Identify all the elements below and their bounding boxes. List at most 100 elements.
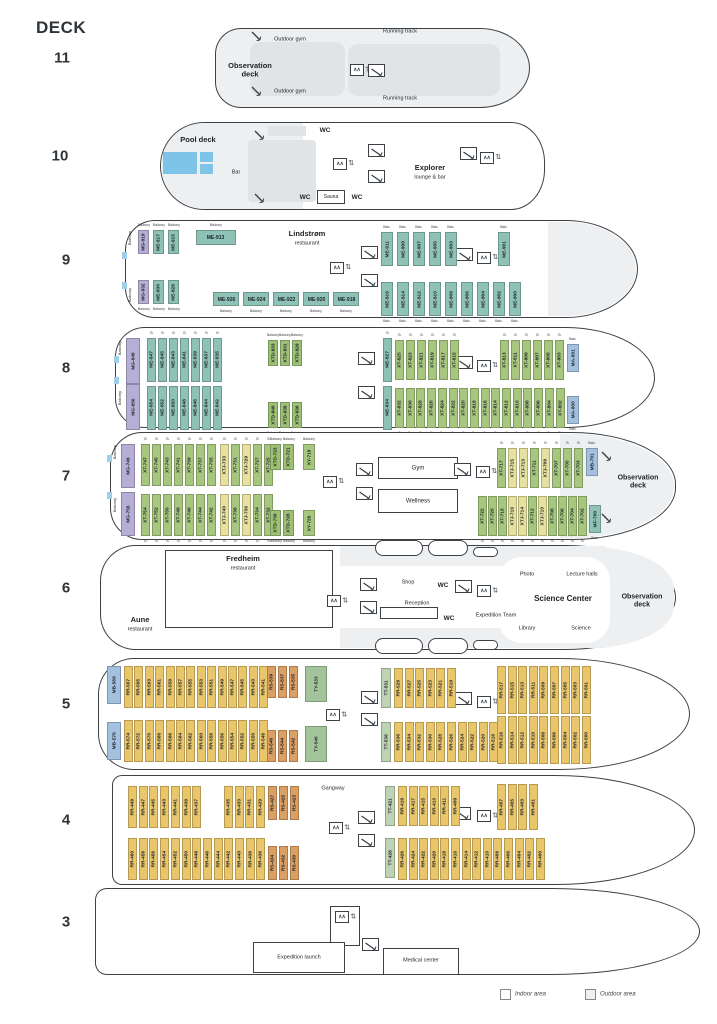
cabin-ME-848: ME-848: [180, 386, 189, 430]
cabin-XT-821: XT-821: [417, 340, 426, 380]
science-center-label: Science Center: [534, 594, 592, 603]
balcony-label: Balc.: [383, 225, 391, 229]
cabin-RR-410: RR-410: [482, 838, 492, 880]
balcony-label: B.: [397, 333, 402, 337]
cabin-XY-726: XY-726: [303, 510, 315, 536]
cabin-XTD-833: XTD-833: [268, 340, 278, 366]
cabin-XT-825: XT-825: [395, 340, 404, 380]
balcony-label: B.: [233, 437, 238, 441]
cabin-XT-748: XT-748: [174, 494, 183, 536]
cabin-MB-576: MB-576: [107, 722, 121, 760]
indoor-area-swatch: [500, 988, 511, 1000]
cabin-RR-527: RR-527: [404, 668, 414, 708]
elevator-box: ∧∧: [326, 708, 340, 721]
balcony-label: B.: [543, 441, 548, 445]
cabin-XTD-723: XTD-723: [270, 444, 281, 470]
cabin-ME-913: ME-913: [196, 230, 236, 245]
cabin-RS-537: RS-537: [278, 666, 287, 698]
cabin-RR-503: RR-503: [571, 666, 581, 714]
cabin-TT-531: TT-531: [381, 668, 391, 708]
balcony-label: B.: [266, 539, 271, 543]
cabin-XT-752: XT-752: [152, 494, 161, 536]
cabin-RR-445: RR-445: [149, 786, 159, 828]
balcony-label: Balcony: [267, 333, 279, 337]
cabin-XTJ-736: XTJ-736: [242, 494, 251, 536]
stairs-icon: [358, 834, 375, 848]
cabin-RR-508: RR-508: [539, 716, 549, 764]
cabin-RR-568: RR-568: [155, 720, 165, 762]
cabin-MF-700: MF-700: [589, 505, 601, 533]
cabin-XT-704: XT-704: [568, 496, 577, 536]
cabin-XT-737: XT-737: [196, 444, 205, 486]
balcony-label: Balc.: [588, 441, 596, 445]
stairs-tick-icon: [600, 512, 613, 525]
cabin-RR-561: RR-561: [155, 666, 165, 708]
elevator-box: ∧∧: [350, 63, 364, 76]
balcony-label: Balcony: [303, 437, 315, 441]
up-down-arrows: ⇅: [349, 912, 356, 921]
cabin-RS-432: RS-432: [279, 846, 288, 880]
cabin-RS-544: RS-544: [278, 730, 287, 762]
cabin-ME-845: ME-845: [158, 338, 167, 382]
stairs-icon: [362, 938, 379, 952]
cabin-XTD-831: XTD-831: [280, 340, 290, 366]
elevator-box: ∧∧: [330, 261, 344, 274]
cabin-XTD-730: XTD-730: [270, 510, 281, 536]
cabin-XT-805: XT-805: [544, 340, 553, 380]
pool-deck-label: Pool deck: [180, 135, 216, 145]
cabin-TT-538: TT-538: [381, 722, 391, 762]
elevator-box: ∧∧: [329, 821, 343, 834]
cabin-RR-523: RR-523: [425, 668, 435, 708]
cabin-ME-909: ME-909: [397, 232, 409, 266]
cabin-RR-407: RR-407: [497, 784, 506, 830]
cabin-RR-536: RR-536: [394, 722, 403, 762]
cabin-XT-803: XT-803: [555, 340, 564, 380]
balcony-label: B.: [198, 437, 203, 441]
cabin-XT-813: XT-813: [500, 340, 509, 380]
cabin-ME-902: ME-902: [493, 282, 505, 316]
deck-column-title: DECK: [36, 18, 87, 37]
balcony-label: Balcony: [137, 307, 150, 311]
fredheim-label: Fredheim: [226, 554, 260, 564]
elevator-icon: ∧∧⇅: [335, 910, 357, 923]
elevator-box: ∧∧: [477, 359, 491, 372]
balcony-label: Balc.: [431, 319, 439, 323]
cabin-XT-820: XT-820: [459, 388, 469, 428]
balcony-label: B.: [452, 333, 457, 337]
cabin-RR-565: RR-565: [134, 666, 144, 708]
cabin-XT-802: XT-802: [555, 388, 565, 428]
cabin-RR-414: RR-414: [461, 838, 471, 880]
balcony-label: Balc.: [479, 319, 487, 323]
cabin-XT-707: XT-707: [552, 448, 561, 488]
balcony-label: Balc.: [415, 225, 423, 229]
cabin-ME-834: ME-834: [383, 386, 392, 430]
stairs-icon: [455, 692, 472, 706]
balcony-label: B.: [182, 331, 187, 335]
cabin-RR-521: RR-521: [436, 668, 446, 708]
stairs-tick-icon: [600, 450, 613, 463]
science-label: Science: [571, 624, 591, 631]
up-down-arrows: ⇅: [491, 253, 498, 262]
cabin-RR-502: RR-502: [571, 716, 581, 764]
deck-number-11: 11: [54, 49, 70, 67]
cabin-RR-557: RR-557: [176, 666, 185, 708]
cabin-RR-403: RR-403: [518, 784, 528, 830]
photo-label: Photo: [519, 570, 535, 577]
balcony-label: Balc.: [591, 536, 599, 540]
balcony-label: B.: [565, 441, 570, 445]
cabin-RR-520: RR-520: [478, 722, 488, 762]
cabin-RR-400: RR-400: [535, 838, 545, 880]
cabin-RR-550: RR-550: [248, 720, 258, 762]
balcony-label: B.: [176, 437, 181, 441]
deck-6-structure: [498, 557, 610, 643]
cabin-MB-569: MB-569: [107, 666, 121, 704]
cabin-ME-912: ME-912: [413, 282, 425, 316]
cabin-RR-570: RR-570: [144, 720, 154, 762]
cabin-XT-741: XT-741: [174, 444, 183, 486]
balcony-label: Balc.: [569, 337, 577, 341]
bar-label: Bar: [231, 168, 241, 175]
balcony-label: B.: [499, 441, 504, 445]
balcony-label: Balc.: [569, 427, 577, 431]
balcony-label: Balcony: [310, 309, 322, 313]
stairs-icon: [358, 811, 375, 825]
